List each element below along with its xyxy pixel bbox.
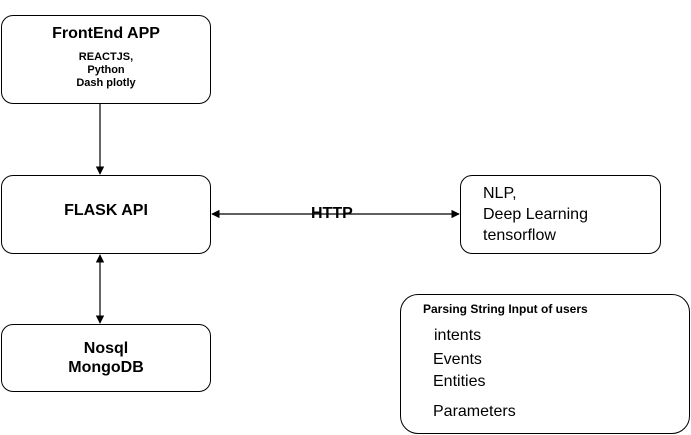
flask-title: FLASK API — [64, 202, 148, 219]
nosql-mongodb-node: Nosql MongoDB — [1, 324, 211, 392]
flask-api-node: FLASK API — [1, 175, 211, 254]
parsing-item-intents: intents — [434, 327, 482, 344]
deep-learning-line: Deep Learning — [483, 206, 588, 223]
frontend-line-python: Python — [87, 63, 125, 76]
frontend-line-reactjs: REACTJS, — [78, 50, 134, 63]
nosql-line: Nosql — [83, 340, 129, 357]
mongodb-line: MongoDB — [68, 359, 144, 376]
parsing-item-parameters: Parameters — [433, 403, 516, 420]
frontend-title: FrontEnd APP — [52, 24, 160, 42]
frontend-app-node: FrontEnd APP REACTJS, Python Dash plotly — [1, 15, 211, 104]
parsing-item-events: Events — [433, 351, 482, 368]
nlp-node: NLP, Deep Learning tensorflow — [460, 175, 661, 254]
parsing-item-entities: Entities — [433, 373, 486, 390]
parsing-input-node: Parsing String Input of users intents Ev… — [400, 294, 690, 434]
frontend-line-dash: Dash plotly — [76, 76, 136, 89]
parsing-title: Parsing String Input of users — [423, 302, 588, 316]
tensorflow-line: tensorflow — [483, 227, 556, 244]
http-edge-label: HTTP — [311, 205, 353, 222]
nlp-line: NLP, — [483, 185, 517, 202]
